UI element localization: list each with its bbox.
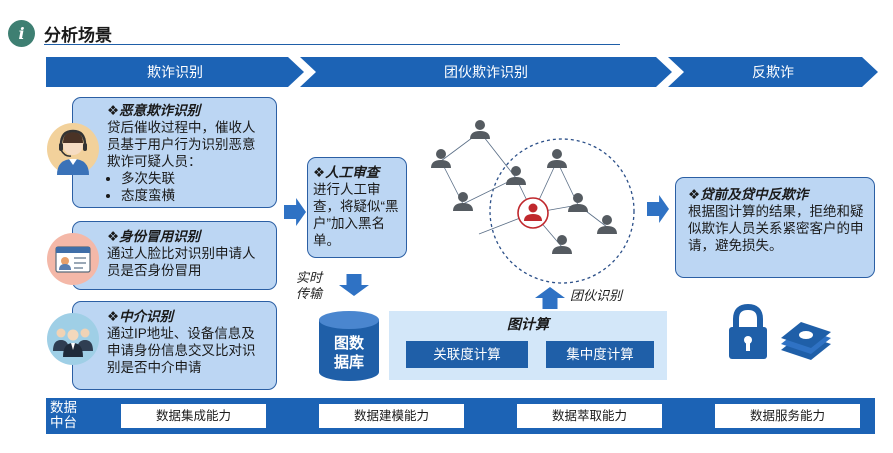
malicious-fraud-title: ❖恶意欺诈识别 (107, 103, 201, 118)
money-stack-icon (777, 316, 833, 362)
person-node-icon (470, 120, 490, 139)
correlation-compute-block: 关联度计算 (406, 341, 528, 368)
business-people-group-icon (47, 313, 99, 365)
person-node-icon (547, 149, 567, 168)
person-node-icon (597, 215, 617, 234)
realtime-transfer-label: 实时 传输 (296, 270, 323, 301)
agent-identification-title: ❖中介识别 (107, 309, 174, 324)
pre-in-loan-anti-fraud-text: 根据图计算的结果，拒绝和疑似欺诈人员关系紧密客户的申请，避免损失。 (688, 204, 864, 253)
gang-network-graph (420, 110, 650, 290)
gang-cluster-circle (489, 138, 635, 284)
info-i-icon: i (8, 20, 35, 47)
arrow-right-icon (284, 198, 306, 226)
call-agent-headset-icon (47, 123, 99, 175)
title-divider (44, 44, 620, 45)
pre-in-loan-anti-fraud-title: ❖贷前及贷中反欺诈 (688, 187, 809, 202)
person-node-icon (506, 166, 526, 185)
capability-data-extraction: 数据萃取能力 (517, 404, 662, 428)
banner-anti-fraud: 反欺诈 (668, 57, 878, 87)
concentration-compute-block: 集中度计算 (546, 341, 654, 368)
suspect-node-icon (517, 197, 549, 229)
agent-identification-text: 通过IP地址、设备信息及申请身份信息交叉比对识别是否中介申请 (107, 326, 256, 375)
banner-fraud-identification: 欺诈识别 (46, 57, 304, 87)
graph-compute-title: 图计算 (507, 316, 549, 332)
arrow-right-icon (647, 195, 669, 223)
arrow-down-icon (339, 274, 369, 296)
graph-database-cylinder: 图数 据库 (318, 310, 380, 382)
arrow-up-icon (535, 287, 565, 309)
capability-data-service: 数据服务能力 (715, 404, 860, 428)
padlock-icon (726, 303, 770, 361)
manual-review-box: ❖人工审查 进行人工审查，将疑似“黑户”加入黑名单。 (307, 157, 407, 258)
banner-gang-fraud-identification: 团伙欺诈识别 (300, 57, 672, 87)
gang-identification-label: 团伙识别 (570, 288, 623, 303)
manual-review-text: 进行人工审查，将疑似“黑户”加入黑名单。 (313, 182, 399, 248)
graph-database-label: 图数 据库 (333, 335, 364, 371)
manual-review-title: ❖人工审查 (313, 165, 380, 180)
pre-in-loan-anti-fraud-box: ❖贷前及贷中反欺诈 根据图计算的结果，拒绝和疑似欺诈人员关系紧密客户的申请，避免… (675, 177, 875, 278)
bullet-item: 态度蛮横 (121, 187, 268, 204)
bullet-item: 多次失联 (121, 170, 268, 187)
page-title: 分析场景 (44, 26, 112, 45)
identity-theft-box: ❖身份冒用识别 通过人脸比对识别申请人员是否身份冒用 (72, 221, 277, 290)
person-node-icon (552, 235, 572, 254)
person-node-icon (568, 193, 588, 212)
identity-theft-text: 通过人脸比对识别申请人员是否身份冒用 (107, 246, 256, 278)
malicious-fraud-box: ❖恶意欺诈识别 贷后催收过程中，催收人员基于用户行为识别恶意欺诈可疑人员： 多次… (72, 97, 277, 208)
agent-identification-box: ❖中介识别 通过IP地址、设备信息及申请身份信息交叉比对识别是否中介申请 (72, 301, 277, 390)
id-card-icon (47, 233, 99, 285)
person-node-icon (431, 149, 451, 168)
malicious-fraud-text: 贷后催收过程中，催收人员基于用户行为识别恶意欺诈可疑人员： (107, 120, 256, 169)
data-middle-platform-label: 数据 中台 (50, 400, 77, 430)
capability-data-modeling: 数据建模能力 (319, 404, 464, 428)
person-node-icon (453, 192, 473, 211)
malicious-fraud-bullets: 多次失联 态度蛮横 (107, 170, 268, 204)
capability-data-integration: 数据集成能力 (121, 404, 266, 428)
identity-theft-title: ❖身份冒用识别 (107, 229, 201, 244)
